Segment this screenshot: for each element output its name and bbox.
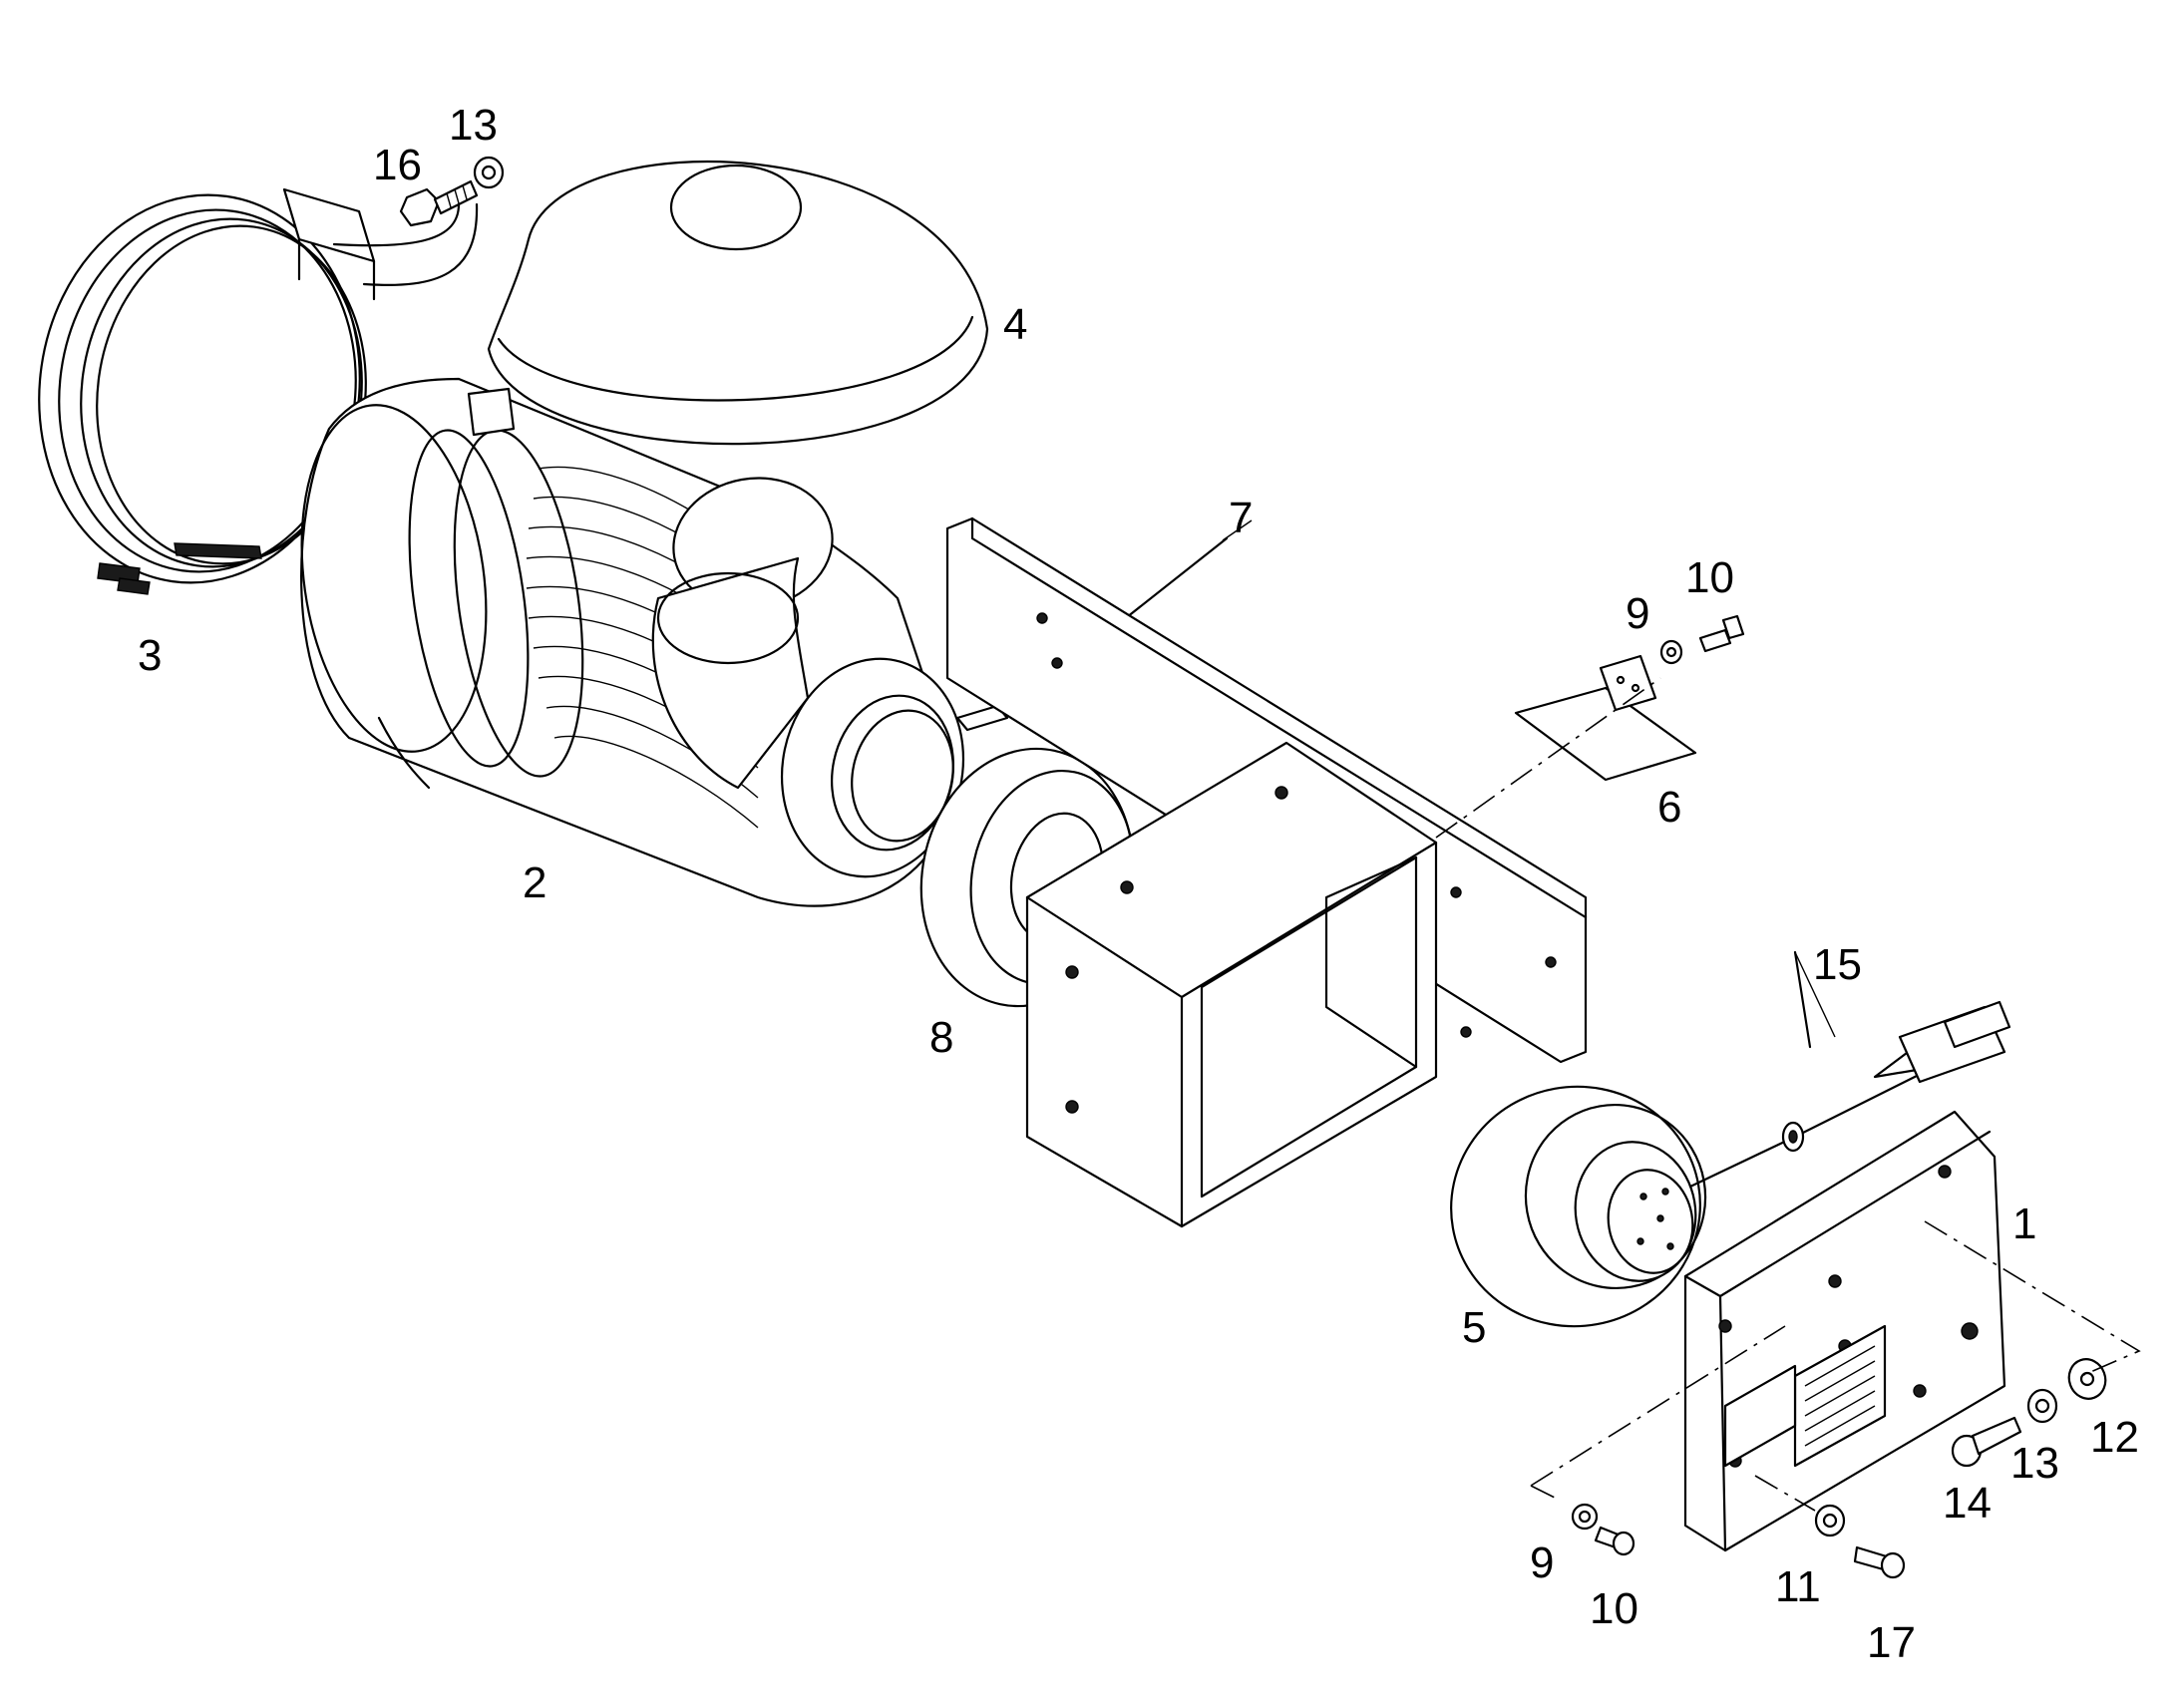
part-13-washer-top (473, 156, 505, 189)
callout-10-top: 10 (1685, 553, 1734, 602)
callout-15: 15 (1813, 940, 1862, 989)
callout-2: 2 (523, 858, 546, 907)
part-2-air-filter-housing (300, 377, 965, 907)
callout-8: 8 (929, 1013, 953, 1062)
part-13-washer-bottom (2026, 1388, 2058, 1424)
part-12-washer (2067, 1358, 2107, 1400)
callout-9-bottom: 9 (1530, 1538, 1554, 1587)
callout-9-top: 9 (1626, 589, 1649, 638)
callout-13-top: 13 (449, 101, 498, 150)
callout-6: 6 (1657, 783, 1681, 832)
assembly-center-lines (1435, 677, 2141, 1512)
part-10-screw-bottom (1594, 1526, 1635, 1556)
part-11-washer (1814, 1504, 1846, 1537)
part-9-washer-bottom (1571, 1503, 1599, 1531)
callout-11: 11 (1775, 1562, 1821, 1611)
part-6-shield-plate (1514, 654, 1697, 782)
callout-13-bottom: 13 (2010, 1439, 2059, 1488)
callout-5: 5 (1462, 1303, 1486, 1352)
part-5-blower-motor (1450, 1085, 1707, 1328)
callout-12: 12 (2090, 1413, 2139, 1462)
callout-labels: 1 2 3 4 5 6 7 8 9 9 10 10 11 12 13 13 14… (138, 101, 2139, 1667)
callout-1: 1 (2012, 1199, 2036, 1248)
part-17-screw (1853, 1545, 1906, 1579)
callout-14: 14 (1943, 1479, 1992, 1528)
part-16-bolt (399, 179, 479, 227)
callout-10-bottom: 10 (1590, 1584, 1638, 1633)
part-14-screw (1951, 1416, 2022, 1468)
part-15-grommet-cable (1688, 950, 2011, 1189)
callout-17: 17 (1867, 1618, 1916, 1667)
part-10-screw-top (1698, 614, 1745, 653)
callout-3: 3 (138, 631, 162, 680)
part-9-washer-top (1659, 639, 1683, 665)
leader-lines (1222, 519, 1836, 1038)
callout-7: 7 (1229, 494, 1253, 542)
mounting-bracket-frame (945, 516, 1588, 1228)
callout-4: 4 (1003, 300, 1027, 349)
part-4-rain-cap (487, 161, 989, 446)
callout-16: 16 (373, 141, 422, 189)
